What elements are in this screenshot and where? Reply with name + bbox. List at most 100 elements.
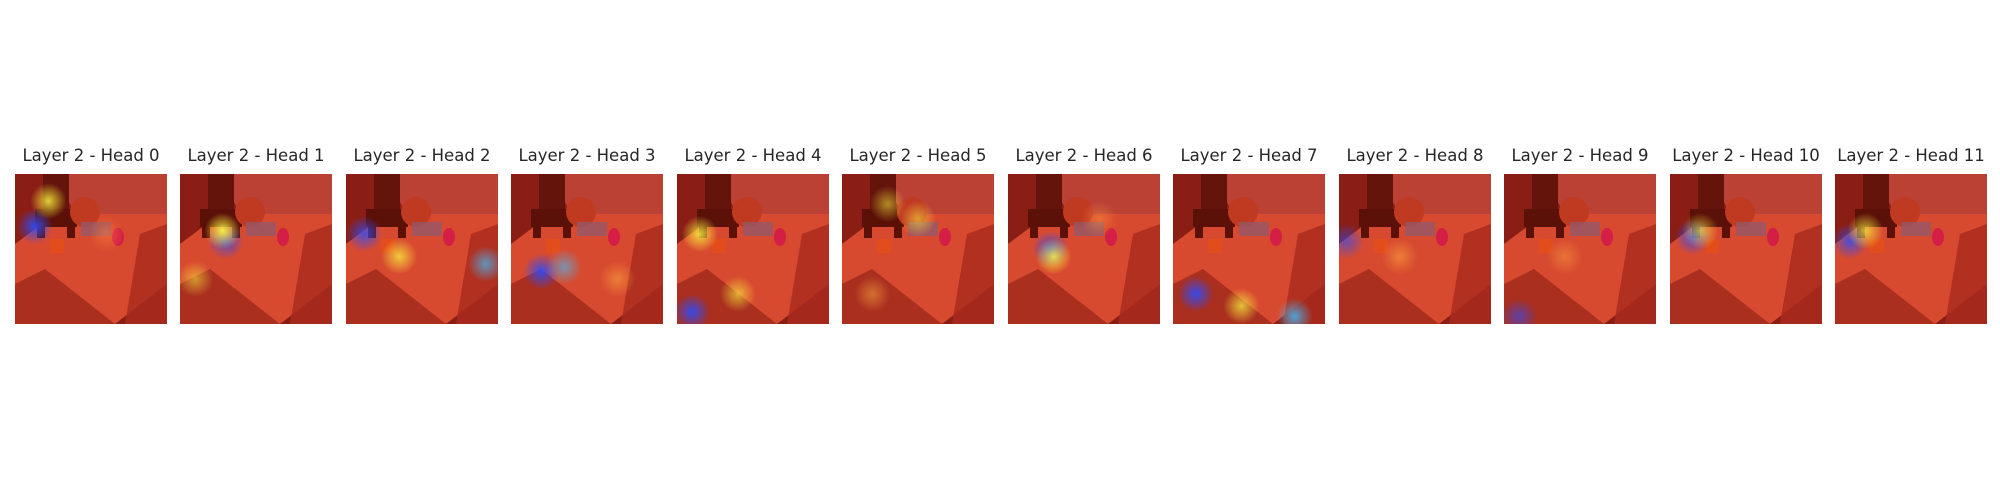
heat-overlay (1008, 174, 1160, 324)
gripper-finger-right (1060, 224, 1068, 238)
attention-heatmap-image (842, 174, 994, 324)
attention-hotspot (546, 249, 583, 285)
panel-title: Layer 2 - Head 5 (849, 146, 987, 165)
blue-plate (1570, 222, 1600, 236)
robot-arm (1036, 174, 1062, 214)
attention-heatmap-image (511, 174, 663, 324)
pot (732, 197, 762, 227)
orange-cup (546, 239, 560, 253)
blue-plate (1405, 222, 1435, 236)
attention-hotspot (1339, 223, 1365, 260)
attention-heatmap-image (15, 174, 167, 324)
attention-hotspot (854, 276, 891, 312)
attention-heatmap-image (1835, 174, 1987, 324)
attention-hotspot (381, 238, 418, 275)
attention-heatmap-image (1008, 174, 1160, 324)
heat-overlay (180, 174, 332, 324)
attention-hotspot (900, 201, 936, 237)
pink-object (774, 228, 786, 246)
attention-hotspot (677, 294, 711, 324)
robot-arm (705, 174, 731, 214)
right-cabinet (1614, 224, 1656, 324)
panel-title: Layer 2 - Head 10 (1672, 146, 1820, 165)
gripper-finger-left (864, 224, 872, 238)
robot-arm (1367, 174, 1393, 214)
pot (1394, 197, 1424, 227)
pink-object (443, 228, 455, 246)
panel-title: Layer 2 - Head 9 (1511, 146, 1649, 165)
pot (70, 197, 100, 227)
panel-title: Layer 2 - Head 1 (187, 146, 325, 165)
heat-overlay (511, 174, 663, 324)
panel-title: Layer 2 - Head 6 (1015, 146, 1153, 165)
attention-hotspot (1035, 238, 1072, 275)
gripper-finger-right (1556, 224, 1564, 238)
gripper-finger-left (533, 224, 541, 238)
gripper-finger-right (67, 224, 75, 238)
right-cabinet (1780, 224, 1822, 324)
panel-title: Layer 2 - Head 7 (1180, 146, 1318, 165)
gripper-finger-right (894, 224, 902, 238)
gripper-finger-right (1722, 224, 1730, 238)
gripper-finger-left (1195, 224, 1203, 238)
pot (1725, 197, 1755, 227)
attention-hotspot (1847, 213, 1884, 249)
orange-cup (1208, 239, 1222, 253)
attention-hotspot (681, 216, 718, 252)
pot (1559, 197, 1589, 227)
gripper-finger-right (729, 224, 737, 238)
blue-plate (1901, 222, 1931, 236)
blue-plate (412, 222, 442, 236)
right-cabinet (1449, 224, 1491, 324)
panel-title: Layer 2 - Head 3 (518, 146, 656, 165)
right-cabinet (1118, 224, 1160, 324)
attention-hotspot (346, 216, 383, 252)
robot-arm (374, 174, 400, 214)
attention-hotspot (1682, 213, 1719, 249)
attention-hotspot (1276, 298, 1313, 324)
attention-hotspot (88, 216, 125, 252)
robot-arm (1201, 174, 1227, 214)
robot-gripper (531, 209, 573, 227)
cabinet-front (1339, 269, 1439, 324)
robot-arm (539, 174, 565, 214)
robot-gripper (1359, 209, 1401, 227)
orange-cup (877, 239, 891, 253)
blue-plate (1736, 222, 1766, 236)
right-cabinet (621, 224, 663, 324)
cabinet-front (15, 269, 115, 324)
pink-object (1601, 228, 1613, 246)
attention-hotspot (467, 246, 498, 282)
attention-heatmap-image (180, 174, 332, 324)
attention-heatmap-image (1173, 174, 1325, 324)
pink-object (939, 228, 951, 246)
attention-hotspot (1381, 238, 1418, 275)
right-cabinet (952, 224, 994, 324)
attention-hotspot (1223, 288, 1260, 324)
panel-title: Layer 2 - Head 0 (22, 146, 160, 165)
gripper-finger-left (1030, 224, 1038, 238)
gripper-finger-right (1225, 224, 1233, 238)
cabinet-front (346, 269, 446, 324)
panel-title: Layer 2 - Head 11 (1837, 146, 1985, 165)
right-cabinet (125, 224, 167, 324)
robot-arm (208, 174, 234, 214)
gripper-finger-right (563, 224, 571, 238)
attention-heatmap-image (1670, 174, 1822, 324)
attention-hotspot (869, 186, 906, 222)
pot (401, 197, 431, 227)
pink-object (1270, 228, 1282, 246)
cabinet-front (1835, 269, 1935, 324)
right-cabinet (290, 224, 332, 324)
panel-title: Layer 2 - Head 4 (684, 146, 822, 165)
pot (235, 197, 265, 227)
panel-title: Layer 2 - Head 2 (353, 146, 491, 165)
attention-hotspot (180, 261, 214, 297)
blue-plate (577, 222, 607, 236)
attention-heatmap-image (1339, 174, 1491, 324)
robot-arm (1863, 174, 1889, 214)
gripper-finger-right (1887, 224, 1895, 238)
blue-plate (246, 222, 276, 236)
robot-gripper (1028, 209, 1070, 227)
